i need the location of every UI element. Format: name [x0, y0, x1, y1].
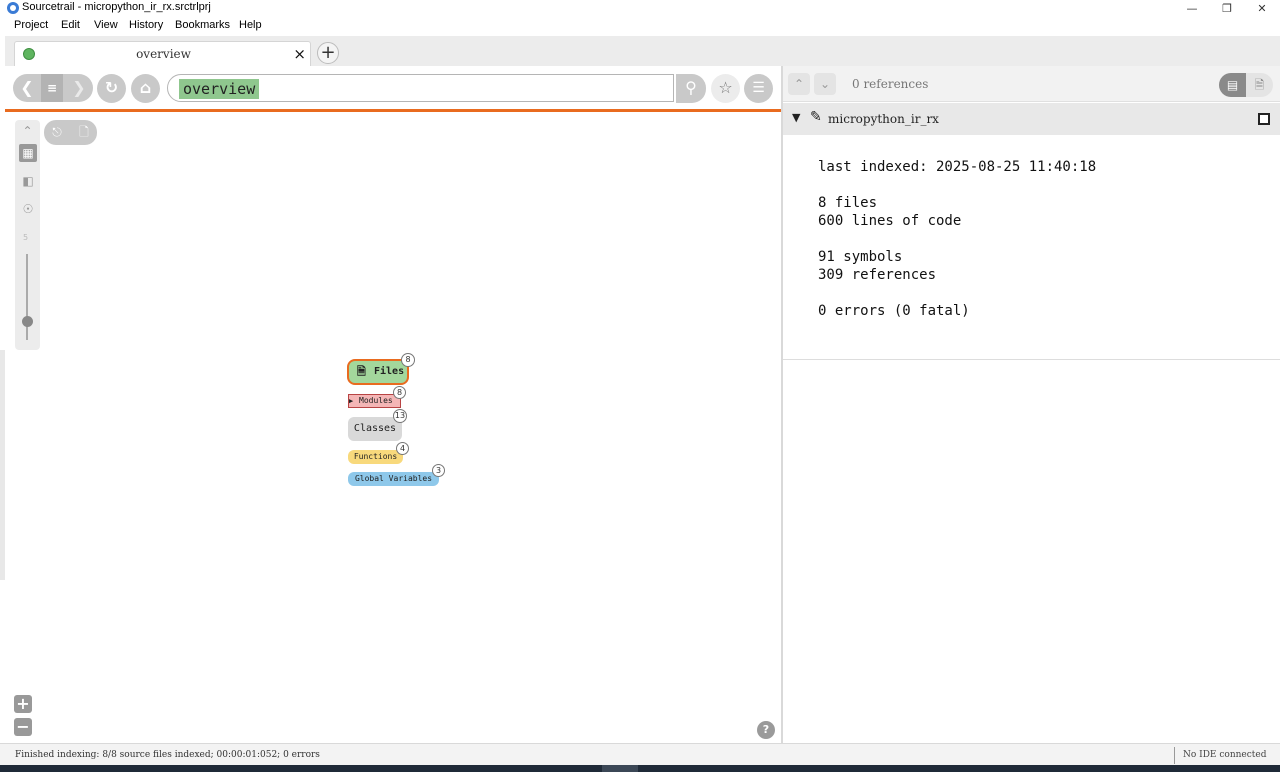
next-reference-icon[interactable]: ⌄ [814, 73, 836, 95]
help-button[interactable]: ? [757, 721, 775, 739]
menu-edit[interactable]: Edit [61, 19, 80, 31]
minimize-button[interactable]: — [1186, 2, 1198, 15]
depth-slider-track[interactable] [26, 254, 28, 340]
file-icon: 🗎 [357, 365, 366, 378]
project-name: micropython_ir_rx [828, 112, 939, 126]
status-message[interactable]: Finished indexing: 8/8 source files inde… [15, 750, 320, 760]
bookmark-manager-icon[interactable]: ☰ [744, 74, 773, 103]
menu-history[interactable]: History [129, 19, 164, 31]
node-classes-label: Classes [353, 423, 397, 434]
custom-trail-icon[interactable]: ▦ [19, 144, 37, 162]
maximize-section-icon[interactable] [1258, 113, 1270, 125]
project-statistics: last indexed: 2025-08-25 11:40:18 8 file… [818, 158, 1096, 320]
previous-reference-icon[interactable]: ⌃ [788, 73, 810, 95]
tab-label: overview [136, 47, 191, 61]
section-divider [783, 359, 1280, 360]
snippet-view-icon[interactable]: ▤ [1219, 73, 1246, 97]
close-window-button[interactable]: ✕ [1257, 2, 1267, 15]
maximize-button[interactable]: ❐ [1222, 2, 1232, 15]
depth-value: 5 [23, 233, 29, 242]
tab-strip: overview × + [5, 36, 1280, 67]
tab-overview[interactable]: overview × [14, 41, 311, 67]
line-count: 600 lines of code [818, 213, 962, 229]
error-count: 0 errors (0 fatal) [818, 303, 970, 319]
ide-status-label: No IDE connected [1183, 750, 1267, 760]
forward-arrow-icon[interactable]: ❯ [72, 78, 86, 97]
reference-count: 309 references [818, 267, 937, 283]
view-mode-group: ⎋ 🗋 [44, 120, 97, 145]
node-files-count: 8 [401, 353, 415, 367]
os-taskbar [0, 765, 1280, 772]
menu-project[interactable]: Project [14, 19, 49, 31]
last-indexed: last indexed: 2025-08-25 11:40:18 [818, 159, 1097, 175]
graph-layout-icon[interactable]: ☉ [22, 202, 34, 216]
code-pane: ⌃ ⌄ 0 references ▤ 🗎 ▼ ✎ micropython_ir_… [783, 66, 1280, 743]
spacer [818, 230, 1096, 248]
trail-to-icon[interactable]: ◧ [22, 174, 34, 188]
home-icon[interactable]: ⌂ [131, 74, 160, 103]
node-global-variables-count: 3 [432, 464, 445, 477]
expand-all-icon[interactable]: ⎋ [52, 125, 62, 139]
symbol-count: 91 symbols [818, 249, 903, 265]
graph-tools-panel: ⌃ ▦ ◧ ☉ 5 [15, 120, 40, 350]
edit-pencil-icon: ✎ [810, 109, 822, 125]
tab-status-dot-icon [23, 48, 35, 60]
pane-splitter[interactable] [781, 66, 783, 743]
search-icon[interactable]: ⚲ [676, 74, 706, 103]
collapse-triangle-icon[interactable]: ▼ [792, 111, 801, 124]
file-count: 8 files [818, 195, 878, 211]
menu-bar: Project Edit View History Bookmarks Help [0, 17, 1280, 36]
reference-bar: ⌃ ⌄ 0 references ▤ 🗎 [783, 66, 1280, 102]
node-functions-count: 4 [396, 442, 409, 455]
zoom-in-button[interactable]: + [14, 695, 32, 713]
single-file-view-icon[interactable]: 🗎 [1254, 78, 1265, 92]
left-edge-strip [0, 350, 5, 580]
menu-view[interactable]: View [94, 19, 118, 31]
expand-triangle-icon[interactable]: ▶ [349, 397, 354, 405]
graph-pane: ❮ ≡ ❯ ↻ ⌂ overview ⚲ ☆ ☰ ⌃ ▦ ◧ ☉ 5 ⎋ 🗋 🗎… [5, 66, 781, 743]
spacer [818, 284, 1096, 302]
menu-help[interactable]: Help [239, 19, 262, 31]
history-list-icon[interactable]: ≡ [41, 74, 63, 102]
search-input[interactable]: overview [167, 74, 674, 102]
node-functions[interactable]: Functions [348, 450, 403, 464]
node-modules-label: Modules [359, 396, 393, 405]
node-files-label: Files [374, 366, 405, 377]
history-nav-group: ❮ ≡ ❯ [13, 74, 93, 102]
zoom-out-button[interactable]: − [14, 718, 32, 736]
node-global-variables[interactable]: Global Variables [348, 472, 439, 486]
sourcetrail-app-icon [7, 2, 19, 14]
node-classes-count: 13 [393, 409, 407, 423]
references-count: 0 references [852, 77, 929, 91]
search-token[interactable]: overview [179, 79, 260, 99]
node-global-variables-label: Global Variables [354, 474, 433, 483]
menu-bookmarks[interactable]: Bookmarks [175, 19, 231, 31]
project-header[interactable]: ▼ ✎ micropython_ir_rx [783, 103, 1280, 135]
file-view-icon[interactable]: 🗋 [79, 125, 89, 139]
node-functions-label: Functions [353, 452, 398, 461]
code-view-toggle: ▤ 🗎 [1219, 73, 1273, 97]
back-arrow-icon[interactable]: ❮ [20, 78, 34, 97]
spacer [818, 176, 1096, 194]
node-classes[interactable]: Classes [348, 417, 402, 441]
depth-slider-handle[interactable] [22, 316, 33, 327]
node-files[interactable]: 🗎 Files [347, 359, 409, 385]
refresh-icon[interactable]: ↻ [97, 74, 126, 103]
taskbar-active-item[interactable] [602, 765, 638, 772]
bookmark-star-icon[interactable]: ☆ [711, 74, 740, 103]
navigation-bar: ❮ ≡ ❯ ↻ ⌂ overview ⚲ ☆ ☰ [5, 66, 781, 112]
ide-status: No IDE connected [1174, 747, 1278, 764]
status-bar: Finished indexing: 8/8 source files inde… [0, 743, 1280, 765]
tab-close-icon[interactable]: × [293, 45, 306, 63]
add-tab-button[interactable]: + [317, 42, 339, 64]
node-modules[interactable]: ▶ Modules [348, 394, 401, 408]
window-title: Sourcetrail - micropython_ir_rx.srctrlpr… [22, 1, 211, 13]
collapse-chevron-icon[interactable]: ⌃ [22, 124, 33, 138]
node-modules-count: 8 [393, 386, 406, 399]
title-bar: Sourcetrail - micropython_ir_rx.srctrlpr… [0, 0, 1280, 17]
